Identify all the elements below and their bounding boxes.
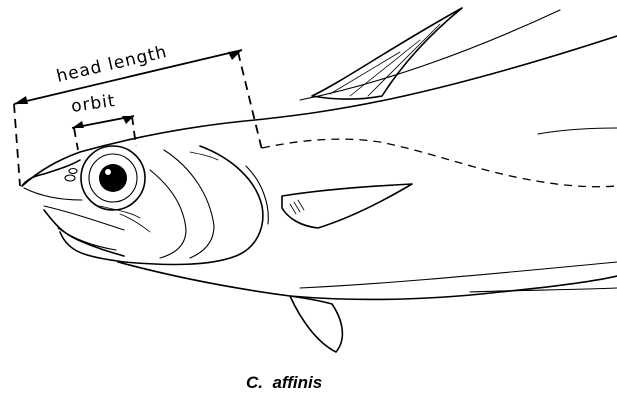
fish-head <box>22 146 268 264</box>
nostril <box>69 169 77 174</box>
lateral-line <box>262 139 617 187</box>
pelvic-fin <box>290 296 342 352</box>
fish-eye <box>81 146 145 210</box>
pectoral-fin <box>282 184 412 228</box>
species-caption: C. affinis <box>246 373 322 392</box>
dorsal-fin <box>312 8 462 99</box>
orbit-label: orbit <box>70 91 117 117</box>
second-dorsal-fin <box>538 128 617 134</box>
nostril <box>65 175 75 181</box>
